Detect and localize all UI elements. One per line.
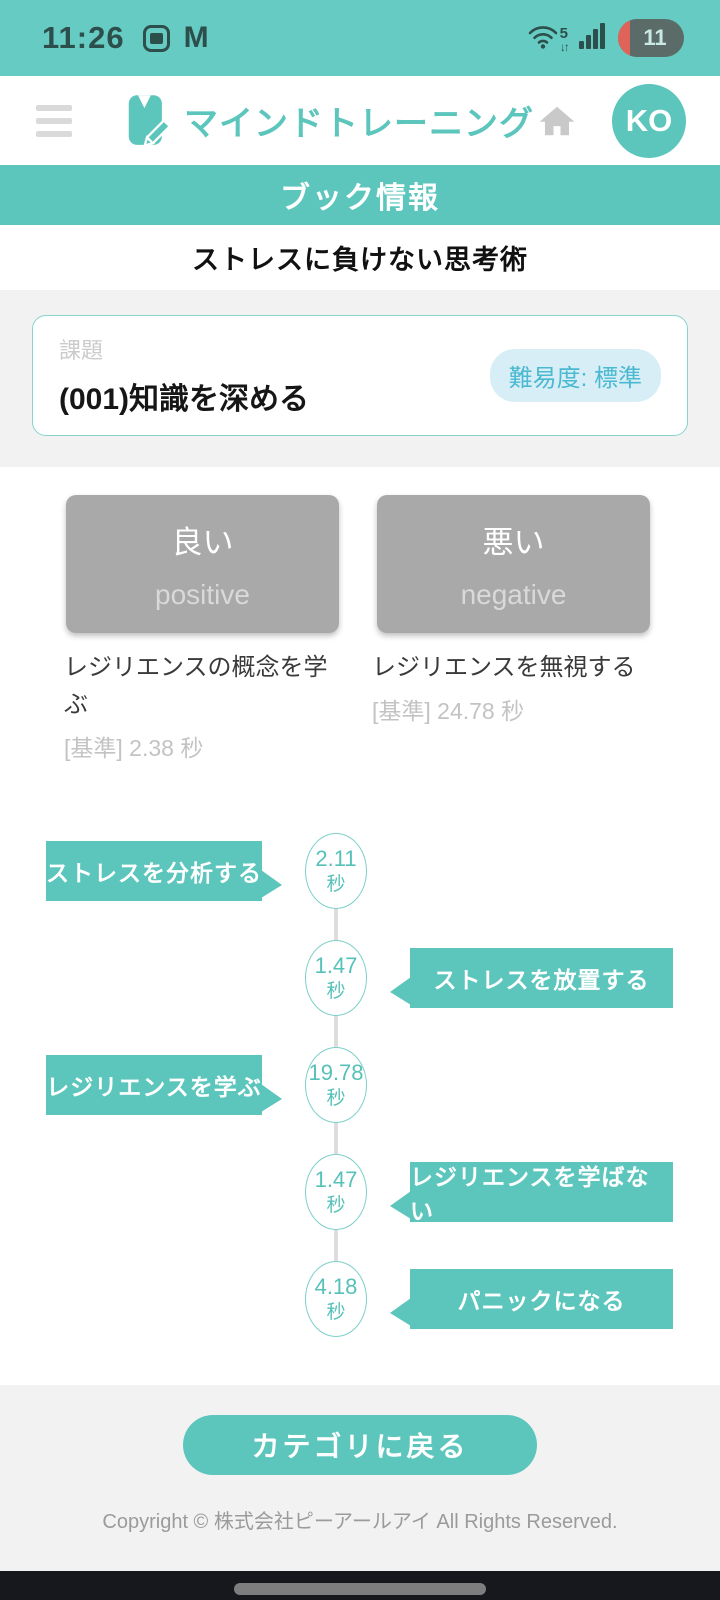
copyright-text: Copyright © 株式会社ピーアールアイ All Rights Reser… [102,1511,618,1533]
negative-choice-info: レジリエンスを無視する [基準] 24.78 秒 [372,649,650,763]
negative-choice-sublabel: negative [460,579,567,610]
positive-choice-label: 良い [171,525,234,560]
timeline-row: ストレスを分析する 2.11 秒 [0,817,720,924]
task-name: (001)知識を深める [59,383,310,416]
timeline-step-seconds: 4.18 [314,1273,358,1299]
battery-low-indicator [618,19,630,57]
avatar[interactable]: KO [612,83,686,158]
choice-descriptions-row: レジリエンスの概念を学ぶ [基準] 2.38 秒 レジリエンスを無視する [基準… [0,633,720,763]
task-card: 課題 (001)知識を深める 難易度: 標準 [32,315,688,436]
back-to-category-button[interactable]: カテゴリに戻る [183,1415,537,1475]
timeline-step-seconds: 1.47 [314,952,358,978]
negative-baseline-time: [基準] 24.78 秒 [372,698,525,724]
main-content: 良い positive 悪い negative レジリエンスの概念を学ぶ [基準… [0,467,720,1385]
page-title-banner: ブック情報 [0,165,720,225]
difficulty-badge: 難易度: 標準 [489,349,661,402]
notification-icons: M [142,21,209,54]
home-icon[interactable] [538,105,576,137]
battery-icon: 11 [618,19,684,57]
timeline-step-seconds: 1.47 [314,1166,358,1192]
choice-buttons-row: 良い positive 悪い negative [0,467,720,633]
battery-percentage: 11 [643,25,667,50]
system-status-icons: 5 ↓↑ 11 [527,19,684,57]
gmail-icon: M [183,21,209,54]
timeline-step-time: 19.78 秒 [305,1046,367,1123]
timeline-step-unit: 秒 [326,873,346,895]
timeline-step-unit: 秒 [326,1194,346,1216]
timeline-step-label: パニックになる [390,1268,673,1329]
timeline-row: レジリエンスを学ぶ 19.78 秒 [0,1031,720,1138]
app-logo-icon [126,92,172,150]
timeline-step-label: レジリエンスを学ぶ [46,1054,282,1115]
app-header: マインドトレーニング KO [0,76,720,165]
app-title: マインドトレーニング [184,105,534,143]
positive-choice-info: レジリエンスの概念を学ぶ [基準] 2.38 秒 [64,649,342,763]
timeline-step-seconds: 2.11 [315,845,357,871]
positive-choice-description: レジリエンスの概念を学ぶ [64,654,328,718]
screenshot-icon [142,24,170,52]
timeline-step-label: ストレスを放置する [390,947,673,1008]
wifi-traffic-arrows: ↓↑ [559,39,570,54]
negative-choice-button[interactable]: 悪い negative [377,495,650,633]
timeline-step-label: レジリエンスを学ばない [390,1161,673,1224]
result-timeline: ストレスを分析する 2.11 秒 ストレスを放置する 1.47 秒 レジリエンス… [0,817,720,1352]
task-section: 課題 (001)知識を深める 難易度: 標準 [0,290,720,467]
footer-section: カテゴリに戻る Copyright © 株式会社ピーアールアイ All Righ… [0,1385,720,1571]
task-label: 課題 [59,338,104,363]
timeline-row: パニックになる 4.18 秒 [0,1245,720,1352]
signal-strength-icon [578,22,608,55]
wifi-generation-label: 5 [559,24,568,42]
book-title-row: ストレスに負けない思考術 [0,225,720,290]
system-navigation-bar [0,1571,720,1600]
positive-baseline-time: [基準] 2.38 秒 [64,735,204,761]
timeline-step-seconds: 19.78 [308,1059,364,1085]
wifi-icon: 5 ↓↑ [527,24,570,54]
timeline-step-unit: 秒 [326,980,346,1002]
timeline-step-unit: 秒 [326,1087,346,1109]
gesture-handle[interactable] [234,1583,486,1595]
timeline-step-time: 2.11 秒 [305,832,367,909]
positive-choice-sublabel: positive [155,579,250,610]
timeline-row: ストレスを放置する 1.47 秒 [0,924,720,1031]
timeline-row: レジリエンスを学ばない 1.47 秒 [0,1138,720,1245]
negative-choice-description: レジリエンスを無視する [372,654,636,681]
timeline-step-time: 1.47 秒 [305,939,367,1016]
negative-choice-label: 悪い [482,525,545,560]
status-bar: 11:26 M 5 ↓↑ [0,0,720,76]
timeline-step-unit: 秒 [326,1301,346,1323]
clock: 11:26 [42,20,125,55]
positive-choice-button[interactable]: 良い positive [66,495,339,633]
timeline-step-time: 4.18 秒 [305,1260,367,1337]
menu-icon[interactable] [36,104,72,137]
timeline-step-time: 1.47 秒 [305,1153,367,1230]
page-title: ブック情報 [280,182,440,215]
timeline-step-label: ストレスを分析する [46,840,282,901]
book-title: ストレスに負けない思考術 [192,245,528,275]
